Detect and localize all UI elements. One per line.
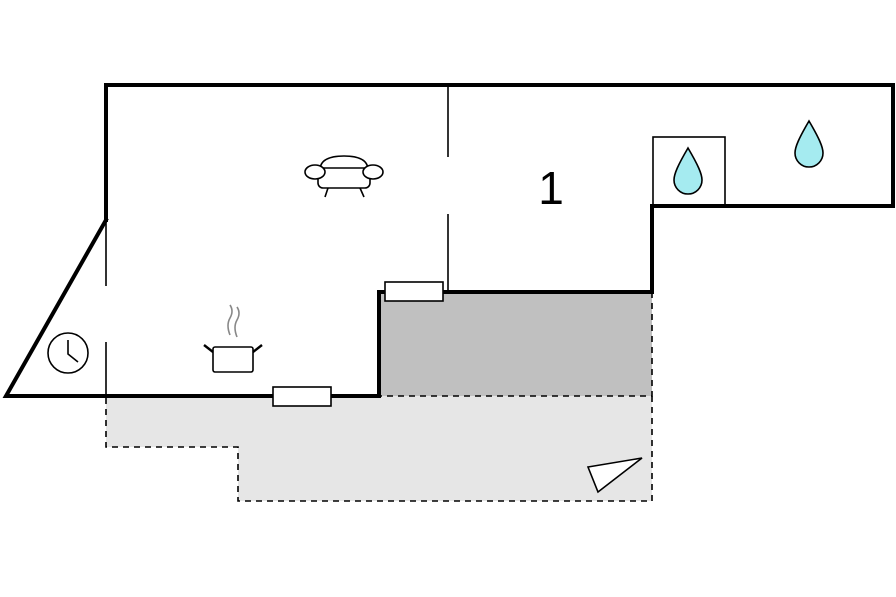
room-number-label: 1 (538, 162, 564, 214)
covered-terrace-edge (379, 292, 653, 397)
window-icon (272, 386, 332, 407)
clock-icon (47, 332, 89, 374)
cooking-pot-icon (203, 304, 263, 373)
bathroom-box (652, 136, 726, 207)
water-drop-icon (794, 119, 824, 168)
exterior-wall (2, 83, 895, 398)
open-terrace (106, 396, 652, 501)
covered-terrace (379, 292, 652, 396)
sofa-icon (304, 155, 384, 198)
water-drop-icon (673, 146, 703, 195)
window-icon (384, 281, 444, 302)
north-arrow-icon (586, 457, 643, 494)
